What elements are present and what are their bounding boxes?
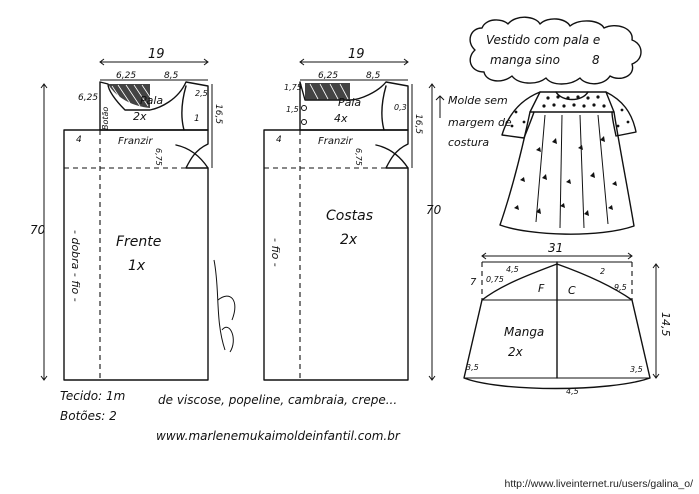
front-main-qty: 1x [128, 258, 146, 274]
back-length: 70 [426, 203, 442, 217]
dress-illustration [499, 91, 637, 235]
front-pala-qty: 2x [133, 110, 147, 123]
sleeve-f-label: F [538, 282, 545, 295]
website: www.marlenemukaimoldeinfantil.com.br [156, 429, 401, 443]
front-grain: - dobra - fio - [69, 230, 82, 302]
sleeve-dim-7: 7 [470, 277, 477, 288]
sleeve-qty: 2x [508, 345, 524, 359]
fabric-line2: Botões: 2 [60, 409, 117, 423]
sleeve-dim-35-right: 3,5 [630, 365, 643, 374]
front-dim-165: 16,5 [213, 104, 223, 124]
sleeve-pattern: 31 0,75 4,5 2 7 9,5 F C Manga 2x 3,5 3,5… [463, 241, 672, 396]
front-dim-neck-left: 6,25 [78, 93, 98, 103]
front-dim-armhole: 6,75 [154, 148, 163, 166]
title-line1: Vestido com pala e [486, 33, 600, 47]
back-dim-15: 1,5 [286, 105, 299, 114]
back-sub-right: 8,5 [366, 71, 381, 81]
front-sub-left: 6,25 [116, 71, 136, 81]
front-sub-right: 8,5 [164, 71, 179, 81]
front-botao-label: Botão [101, 107, 110, 130]
sleeve-dim-45: 4,5 [506, 265, 519, 274]
front-pattern: 19 6,25 8,5 Pala 2x 6,25 2,5 1 Botão 16,… [30, 47, 236, 381]
back-dim-165: 16,5 [413, 114, 423, 134]
source-credit: http://www.liveinternet.ru/users/galina_… [504, 478, 693, 490]
back-dim-175: 1,75 [284, 83, 302, 92]
sleeve-width: 31 [548, 241, 563, 255]
sleeve-dim-075: 0,75 [486, 275, 504, 284]
back-grain: - fio - [269, 238, 282, 267]
front-dim-4: 4 [76, 135, 82, 145]
front-main-label: Frente [116, 234, 161, 250]
front-dim-small: 2,5 [195, 89, 208, 98]
back-pala-label: Pala [338, 96, 361, 109]
back-gather-label: Franzir [318, 136, 353, 147]
back-main-label: Costas [326, 208, 373, 224]
sleeve-label: Manga [504, 325, 544, 339]
front-dim-1: 1 [194, 114, 200, 124]
fabric-line1: Tecido: 1m [60, 389, 125, 403]
back-pala-qty: 4x [334, 112, 348, 125]
note-line1: Molde sem [448, 94, 508, 107]
front-length: 70 [30, 223, 46, 237]
sleeve-height: 14,5 [659, 312, 672, 337]
fabric-info: Tecido: 1m Botões: 2 de viscose, popelin… [60, 389, 401, 443]
title-line2: manga sino [490, 53, 560, 67]
back-dim-armhole: 6,75 [354, 148, 363, 166]
sleeve-dim-95: 9,5 [614, 283, 627, 292]
sleeve-dim-45-bottom: 4,5 [566, 387, 579, 396]
fabric-types: de viscose, popeline, cambraia, crepe... [158, 393, 397, 407]
back-sub-left: 6,25 [318, 71, 338, 81]
note-line2: margem de [448, 116, 512, 129]
front-top-width: 19 [148, 47, 165, 62]
sleeve-dim-2: 2 [600, 267, 605, 276]
front-pala-label: Pala [140, 94, 163, 107]
front-gather-label: Franzir [118, 136, 153, 147]
title-cloud: Vestido com pala e manga sino 8 [469, 16, 642, 85]
sleeve-dim-35-left: 3,5 [466, 363, 479, 372]
title-number: 8 [592, 53, 600, 67]
note: Molde sem margem de costura [435, 94, 512, 149]
back-pattern: 19 6,25 8,5 Pala 4x 1,75 1,5 0,3 16,5 Fr… [263, 47, 442, 381]
back-top-width: 19 [348, 47, 365, 62]
back-dim-4: 4 [276, 135, 282, 145]
back-main-qty: 2x [340, 232, 358, 248]
note-line3: costura [448, 136, 489, 149]
sleeve-c-label: C [568, 284, 576, 297]
back-dim-03: 0,3 [394, 103, 407, 112]
